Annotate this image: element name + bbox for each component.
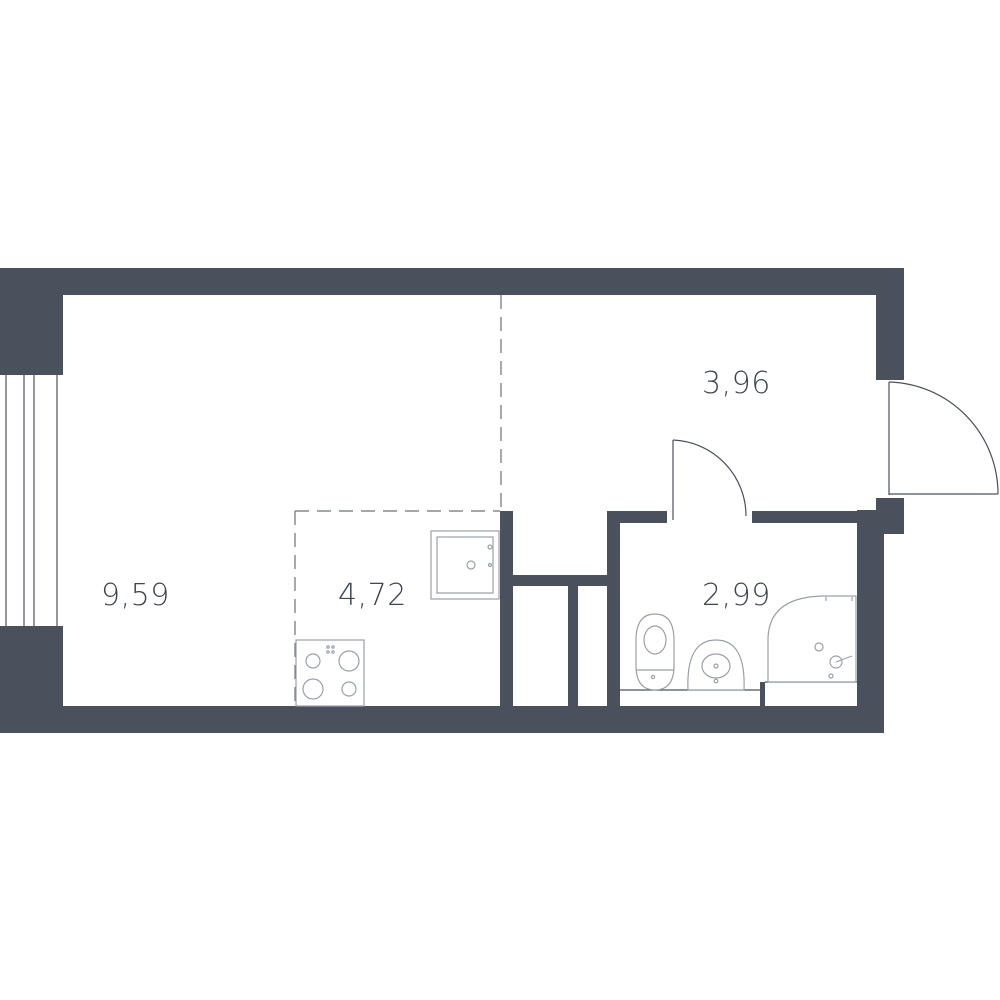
- shower: [767, 595, 857, 683]
- wall-shaft-top: [500, 575, 612, 586]
- entrance-jamb: [876, 498, 904, 534]
- washbasin: [687, 639, 745, 691]
- wall-right-upper: [876, 268, 904, 380]
- wall-top: [0, 268, 904, 295]
- cooktop: [295, 639, 365, 707]
- zone-separators: [294, 295, 502, 706]
- wall-left-upper: [0, 268, 63, 375]
- entrance-door[interactable]: [888, 381, 999, 495]
- bathroom-area-label: 2,99: [702, 578, 771, 613]
- hall-area-label: 3,96: [702, 366, 771, 401]
- wall-shaft-divider: [568, 586, 578, 706]
- kitchen-area-label: 4,72: [338, 578, 407, 613]
- living-room-area-label: 9,59: [101, 578, 170, 613]
- toilet: [635, 613, 675, 691]
- wall-shaft-left: [500, 511, 513, 706]
- interior-walls: [500, 511, 862, 706]
- window: [0, 375, 63, 626]
- outer-walls: [0, 268, 904, 733]
- wall-bottom: [0, 706, 884, 733]
- kitchen-sink: [430, 530, 500, 600]
- wall-bathroom-step: [760, 682, 765, 706]
- wall-bathroom-top-right: [752, 511, 862, 523]
- wall-right-lower: [857, 510, 884, 733]
- bathroom-door[interactable]: [672, 439, 747, 520]
- wall-bathroom-left: [607, 511, 620, 706]
- wall-bathroom-top-left: [607, 511, 667, 523]
